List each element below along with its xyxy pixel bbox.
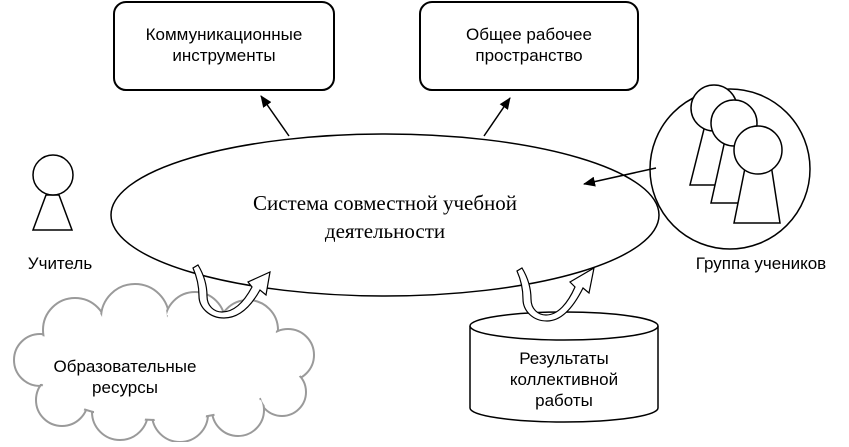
- students-icon: [689, 84, 783, 224]
- educational-resources-label: Образовательные ресурсы: [53, 357, 197, 397]
- teacher-icon: [31, 154, 74, 231]
- central-system-label: Система совместной учебной деятельности: [252, 191, 518, 243]
- central-system-ellipse: [110, 133, 660, 297]
- shared-workspace-box: [419, 1, 639, 91]
- arrow-to-shared-workspace: [483, 97, 511, 137]
- arrow-students-to-system: [583, 167, 657, 187]
- communication-tools-box: [113, 1, 335, 91]
- resources-exchange-arrow: [192, 264, 271, 319]
- arrow-to-communication-tools: [260, 95, 290, 137]
- communication-tools-label: Коммуникационные инструменты: [145, 25, 303, 65]
- teacher-label: Учитель: [27, 254, 93, 273]
- results-label: Результаты коллективной работы: [509, 349, 619, 410]
- results-cylinder: [469, 311, 659, 423]
- educational-resources-cloud: [13, 283, 315, 443]
- results-exchange-arrow: [516, 266, 595, 322]
- students-label: Группа учеников: [695, 254, 827, 273]
- shared-workspace-label: Общее рабочее пространство: [466, 25, 592, 65]
